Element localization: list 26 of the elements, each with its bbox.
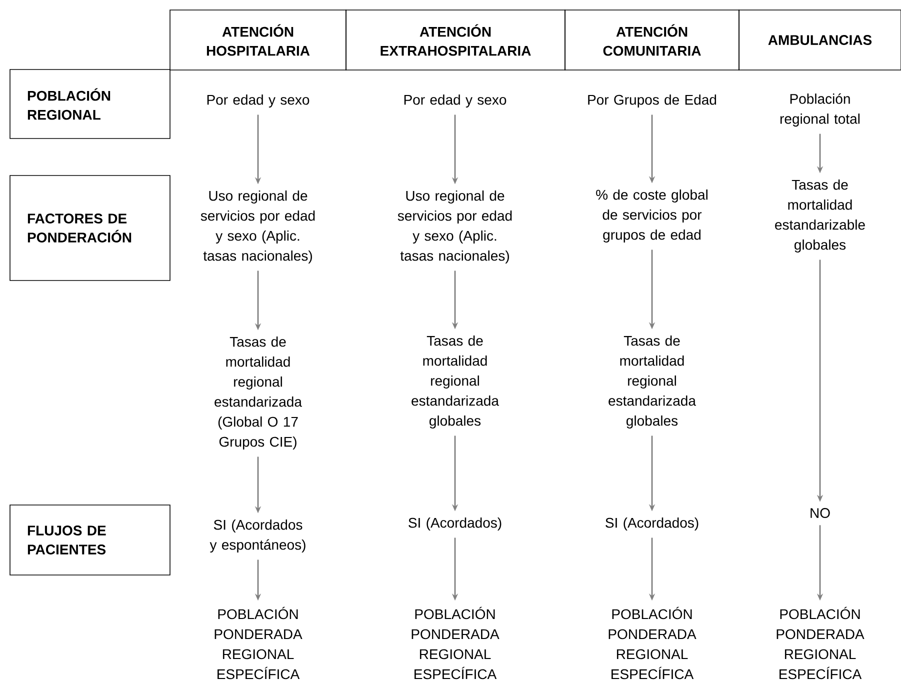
column-header: ATENCIÓN COMUNITARIA bbox=[564, 10, 740, 70]
row-header: FACTORES DE PONDERACIÓN bbox=[10, 175, 170, 281]
step-text: Tasas de mortalidad estandarizable globales bbox=[775, 179, 865, 253]
step-text: NO bbox=[810, 508, 830, 518]
step-text: Tasas de mortalidad regional estandarizada globales bbox=[608, 335, 696, 429]
step-text: Por edad y sexo bbox=[207, 94, 310, 108]
step-text: Población regional total bbox=[780, 93, 860, 127]
column-header: ATENCIÓN HOSPITALARIA bbox=[170, 10, 346, 70]
step-text: POBLACIÓN PONDERADA REGIONAL ESPECÍFICA bbox=[214, 606, 302, 680]
row-header: FLUJOS DE PACIENTES bbox=[10, 504, 170, 576]
step-text: Uso regional de servicios por edad y sexo (Aplic. tasas nacionales) bbox=[398, 190, 512, 264]
step-text: SI (Acordados) bbox=[408, 517, 502, 531]
step-text: Por Grupos de Edad bbox=[588, 94, 716, 108]
step-text: Tasas de mortalidad regional estandarizada globales bbox=[412, 335, 499, 429]
step-text: % de coste global de servicios por grupos de edad bbox=[596, 189, 708, 243]
step-text: SI (Acordados y espontáneos) bbox=[210, 519, 306, 553]
step-text: POBLACIÓN PONDERADA REGIONAL ESPECÍFICA bbox=[776, 606, 864, 680]
step-text: POBLACIÓN PONDERADA REGIONAL ESPECÍFICA bbox=[412, 606, 500, 680]
step-text: Tasas de mortalidad regional estandarizada (Global O 17 Grupos CIE) bbox=[214, 336, 302, 450]
step-text: Uso regional de servicios por edad y sexo (Aplic. tasas nacionales) bbox=[200, 190, 315, 264]
column-header: ATENCIÓN EXTRAHOSPITALARIA bbox=[346, 10, 566, 70]
step-text: Por edad y sexo bbox=[404, 94, 506, 108]
step-text: SI (Acordados) bbox=[606, 517, 698, 531]
step-text: POBLACIÓN PONDERADA REGIONAL ESPECÍFICA bbox=[608, 606, 696, 680]
row-header: POBLACIÓN REGIONAL bbox=[10, 69, 170, 139]
column-header: AMBULANCIAS bbox=[738, 10, 901, 70]
